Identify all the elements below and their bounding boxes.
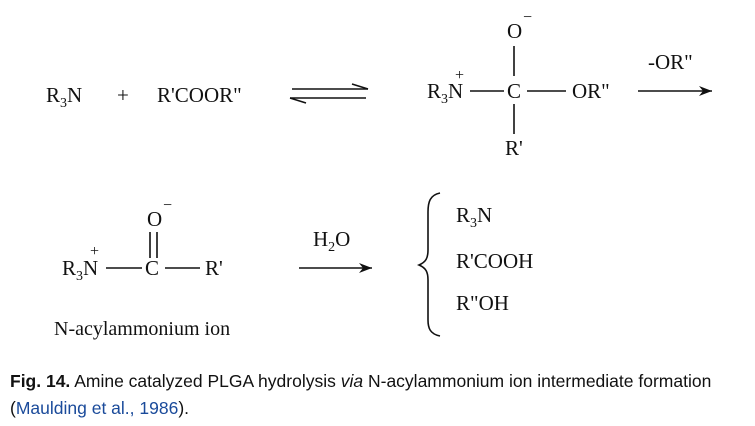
negative-charge: −: [523, 9, 532, 26]
equilibrium-arrow: [289, 83, 369, 104]
caption-text-2: N-acylammonium ion intermediate formatio…: [10, 371, 712, 418]
acylammonium-structure: O − + R3N C R': [62, 197, 223, 284]
acyl-positive-charge: +: [90, 243, 99, 260]
figure-number: Fig. 14.: [10, 371, 71, 391]
tetrahedral-intermediate: O − + R3N C OR" R': [427, 9, 610, 160]
reaction-scheme: R3N + R'COOR" O − + R3N C OR" R' -OR" O …: [46, 9, 712, 340]
leaving-group: OR": [572, 79, 610, 103]
acyl-negative-charge: −: [163, 197, 172, 214]
acyl-ammonium: R3N: [62, 256, 98, 284]
acyl-carbon: C: [145, 256, 159, 280]
plus-sign: +: [117, 83, 129, 107]
caption-text-1: Amine catalyzed PLGA hydrolysis: [74, 371, 336, 391]
svg-text:R3N: R3N: [46, 83, 82, 111]
product-acid: R'COOH: [456, 249, 533, 273]
hydrolysis-arrow: H2O: [299, 227, 372, 273]
products-list: R3N R'COOH R"OH: [456, 203, 533, 315]
caption-via: via: [340, 371, 364, 391]
water-label: H2O: [313, 227, 350, 255]
ammonium-group: R3N: [427, 79, 463, 107]
citation-link[interactable]: Maulding et al., 1986: [15, 398, 179, 418]
caption-text-3: ).: [178, 398, 190, 418]
central-carbon: C: [507, 79, 521, 103]
r-prime-substituent: R': [505, 136, 523, 160]
figure-caption: Fig. 14. Amine catalyzed PLGA hydrolysis…: [10, 368, 750, 422]
oxide-oxygen: O: [507, 19, 522, 43]
positive-charge: +: [455, 67, 464, 84]
acyl-oxygen: O: [147, 207, 162, 231]
reactant-ester: R'COOR": [157, 83, 242, 107]
product-amine: R3N: [456, 203, 492, 231]
arrow-label-or: -OR": [648, 50, 693, 74]
acyl-r-prime: R': [205, 256, 223, 280]
product-alcohol: R"OH: [456, 291, 509, 315]
product-brace: [416, 192, 441, 337]
elimination-arrow: -OR": [638, 50, 712, 96]
acylammonium-label: N-acylammonium ion: [54, 318, 230, 340]
reactant-amine: R3N: [46, 83, 82, 111]
